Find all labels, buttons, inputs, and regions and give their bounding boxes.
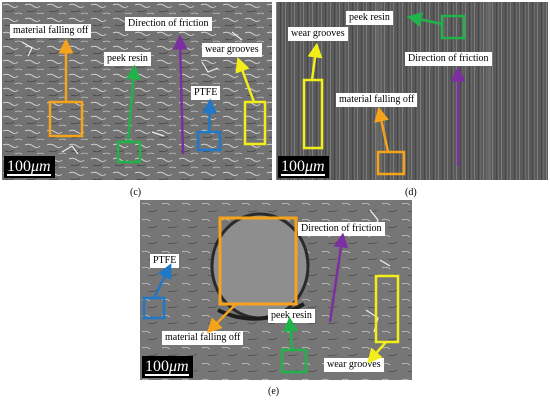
wear-grooves-box (302, 78, 324, 150)
ptfe-box (142, 296, 166, 320)
label-peek-resin: peek resin (268, 309, 315, 323)
label-wear-grooves: wear grooves (202, 43, 262, 57)
direction-of-friction-arrow (172, 34, 188, 155)
sem-panel-c: material falling off peek resin Directio… (2, 2, 272, 180)
label-ptfe: PTFE (150, 254, 180, 268)
label-ptfe: PTFE (191, 86, 221, 100)
peek-resin-box (440, 14, 466, 40)
sem-panel-e: PTFE Direction of friction peek resin ma… (140, 200, 412, 380)
material-falling-off-arrow (206, 303, 237, 334)
caption-d: (d) (405, 187, 417, 198)
wear-grooves-arrow (235, 56, 256, 103)
peek-resin-box (280, 348, 308, 374)
label-direction-of-friction: Direction of friction (125, 17, 212, 31)
scale-bar-e: 100μm (142, 356, 193, 378)
wear-grooves-arrow (367, 341, 387, 364)
annotation-overlay-d (302, 12, 466, 176)
wear-grooves-box (374, 274, 400, 344)
sem-panel-d: peek resin wear grooves Direction of fri… (276, 2, 548, 180)
label-wear-grooves: wear grooves (288, 27, 348, 41)
peek-resin-box (116, 140, 142, 164)
ptfe-arrow (152, 263, 172, 299)
label-peek-resin: peek resin (346, 11, 393, 25)
label-material-falling-off: material falling off (336, 93, 418, 107)
ptfe-arrow (202, 98, 218, 133)
material-falling-off-box (218, 216, 298, 306)
scale-bar-c: 100μm (4, 156, 55, 178)
caption-e: (e) (268, 386, 280, 397)
label-direction-of-friction: Direction of friction (405, 52, 492, 66)
peek-resin-arrow (125, 64, 141, 143)
wear-grooves-arrow (307, 42, 323, 81)
direction-of-friction-arrow (328, 232, 349, 323)
label-direction-of-friction: Direction of friction (298, 222, 385, 236)
material-falling-off-box (376, 150, 406, 176)
ptfe-box (196, 130, 222, 152)
label-peek-resin: peek resin (104, 52, 151, 66)
caption-c: (c) (130, 187, 142, 198)
peek-resin-arrow (283, 316, 299, 351)
scale-bar-d: 100μm (278, 156, 329, 178)
label-material-falling-off: material falling off (10, 24, 92, 38)
label-material-falling-off: material falling off (162, 331, 244, 345)
material-falling-off-box (48, 100, 84, 138)
material-falling-off-arrow (374, 106, 390, 153)
annotation-overlay-c (48, 34, 267, 164)
wear-grooves-box (243, 100, 267, 146)
peek-resin-arrow (406, 12, 443, 27)
annotation-overlay-e (142, 216, 400, 374)
